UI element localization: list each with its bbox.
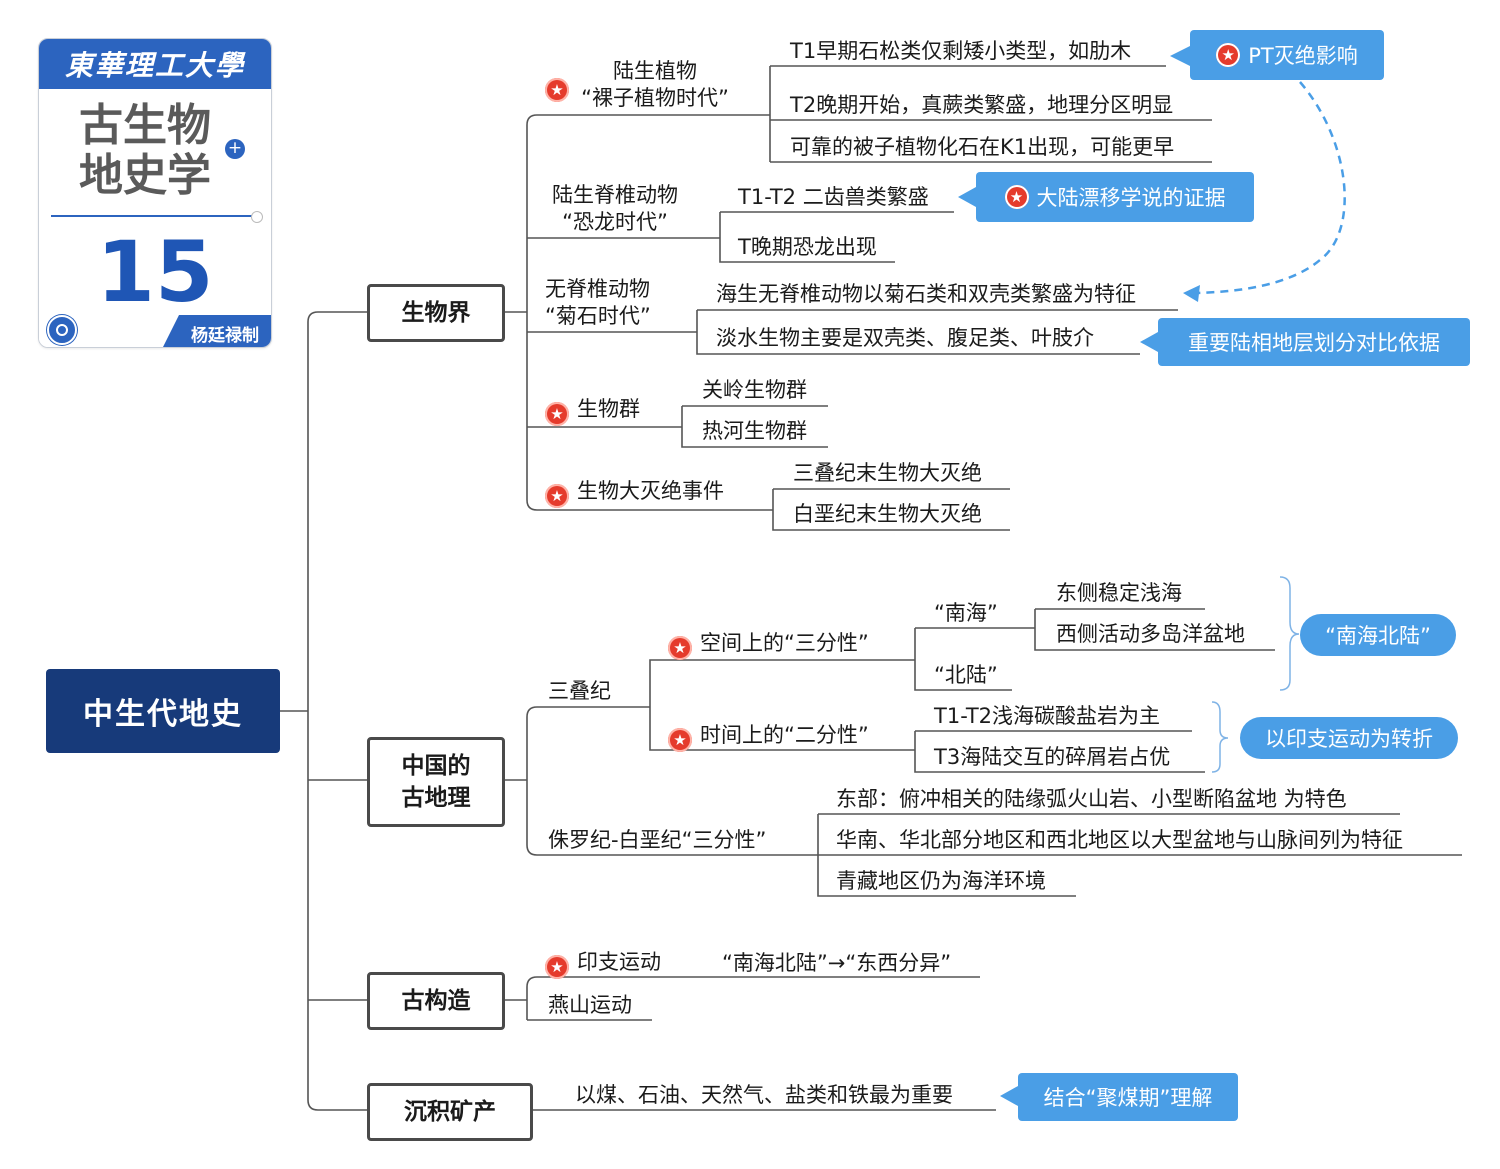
university-name: 東華理工大學 — [39, 39, 271, 89]
star-icon: ★ — [545, 402, 569, 426]
vertebrates-item-2[interactable]: T晚期恐龙出现 — [738, 235, 877, 259]
star-icon: ★ — [668, 728, 692, 752]
temporal-topic[interactable]: ★时间上的“二分性” — [668, 722, 869, 752]
note-indosinian-turn[interactable]: 以印支运动为转折 — [1240, 717, 1458, 759]
divider-dot — [251, 211, 263, 223]
south-sea-topic[interactable]: “南海” — [934, 601, 998, 625]
land-plants-topic[interactable]: 陆生植物 “裸子植物时代” — [581, 59, 729, 110]
land-plants-item-1[interactable]: T1早期石松类仅剩矮小类型，如肋木 — [790, 39, 1132, 63]
extinction-item-2[interactable]: 白垩纪末生物大灭绝 — [793, 502, 982, 526]
note-pt-extinction[interactable]: ★PT灭绝影响 — [1190, 30, 1384, 80]
temporal-item-1[interactable]: T1-T2浅海碳酸盐岩为主 — [934, 704, 1161, 728]
star-icon: ★ — [545, 72, 577, 102]
indosinian-topic[interactable]: ★印支运动 — [545, 949, 661, 979]
jk-item-2[interactable]: 华南、华北部分地区和西北地区以大型盆地与山脉间列为特征 — [836, 828, 1403, 852]
indosinian-detail[interactable]: “南海北陆”→“东西分异” — [722, 951, 952, 975]
biota-item-2[interactable]: 热河生物群 — [702, 419, 807, 443]
biotas-topic[interactable]: ★生物群 — [545, 396, 640, 426]
star-icon: ★ — [668, 636, 692, 660]
plus-icon: + — [225, 139, 245, 159]
root-topic[interactable]: 中生代地史 — [46, 669, 280, 753]
invertebrates-item-2[interactable]: 淡水生物主要是双壳类、腹足类、叶肢介 — [716, 326, 1094, 350]
badge-divider — [51, 215, 256, 217]
jurassic-cretaceous-topic[interactable]: 侏罗纪-白垩纪“三分性” — [548, 828, 767, 852]
biota-item-1[interactable]: 关岭生物群 — [702, 378, 807, 402]
category-tectonics[interactable]: 古构造 — [367, 972, 505, 1030]
spatial-topic[interactable]: ★空间上的“三分性” — [668, 630, 869, 660]
category-minerals[interactable]: 沉积矿产 — [367, 1083, 533, 1141]
note-coal-period[interactable]: 结合“聚煤期”理解 — [1018, 1073, 1238, 1121]
land-plants-item-2[interactable]: T2晚期开始，真蕨类繁盛，地理分区明显 — [790, 93, 1174, 117]
author: 杨廷禄制 — [191, 326, 259, 346]
vertebrates-item-1[interactable]: T1-T2 二齿兽类繁盛 — [738, 185, 929, 209]
course-badge: 東華理工大學 古生物 地史学 + 15 杨廷禄制 — [38, 38, 272, 348]
university-logo-icon — [47, 315, 77, 345]
note-continental-drift[interactable]: ★大陆漂移学说的证据 — [976, 172, 1254, 222]
note-south-sea-north-land[interactable]: “南海北陆” — [1300, 614, 1456, 656]
course-title: 古生物 地史学 — [79, 100, 211, 201]
south-sea-item-1[interactable]: 东侧稳定浅海 — [1056, 581, 1182, 605]
north-land-topic[interactable]: “北陆” — [934, 663, 998, 687]
invertebrates-topic[interactable]: 无脊椎动物 “菊石时代” — [545, 277, 651, 328]
jk-item-1[interactable]: 东部：俯冲相关的陆缘弧火山岩、小型断陷盆地 为特色 — [836, 787, 1347, 811]
yanshan-topic[interactable]: 燕山运动 — [548, 993, 632, 1017]
vertebrates-topic[interactable]: 陆生脊椎动物 “恐龙时代” — [552, 183, 678, 234]
lesson-number: 15 — [96, 223, 214, 321]
star-icon: ★ — [545, 484, 569, 508]
extinctions-topic[interactable]: ★生物大灭绝事件 — [545, 478, 724, 508]
invertebrates-item-1[interactable]: 海生无脊椎动物以菊石类和双壳类繁盛为特征 — [716, 282, 1136, 306]
land-plants-item-3[interactable]: 可靠的被子植物化石在K1出现，可能更早 — [790, 135, 1175, 159]
badge-footer-bar — [39, 315, 271, 347]
south-sea-item-2[interactable]: 西侧活动多岛洋盆地 — [1056, 622, 1245, 646]
temporal-item-2[interactable]: T3海陆交互的碎屑岩占优 — [934, 745, 1171, 769]
star-icon: ★ — [1004, 185, 1029, 209]
triassic-topic[interactable]: 三叠纪 — [548, 679, 611, 703]
minerals-detail[interactable]: 以煤、石油、天然气、盐类和铁最为重要 — [575, 1083, 953, 1107]
note-stratigraphy[interactable]: 重要陆相地层划分对比依据 — [1158, 318, 1470, 366]
category-biosphere[interactable]: 生物界 — [367, 284, 505, 342]
star-icon: ★ — [545, 955, 569, 979]
star-icon: ★ — [1216, 43, 1241, 67]
extinction-item-1[interactable]: 三叠纪末生物大灭绝 — [793, 461, 982, 485]
category-paleogeography[interactable]: 中国的古地理 — [367, 737, 505, 827]
jk-item-3[interactable]: 青藏地区仍为海洋环境 — [836, 869, 1046, 893]
